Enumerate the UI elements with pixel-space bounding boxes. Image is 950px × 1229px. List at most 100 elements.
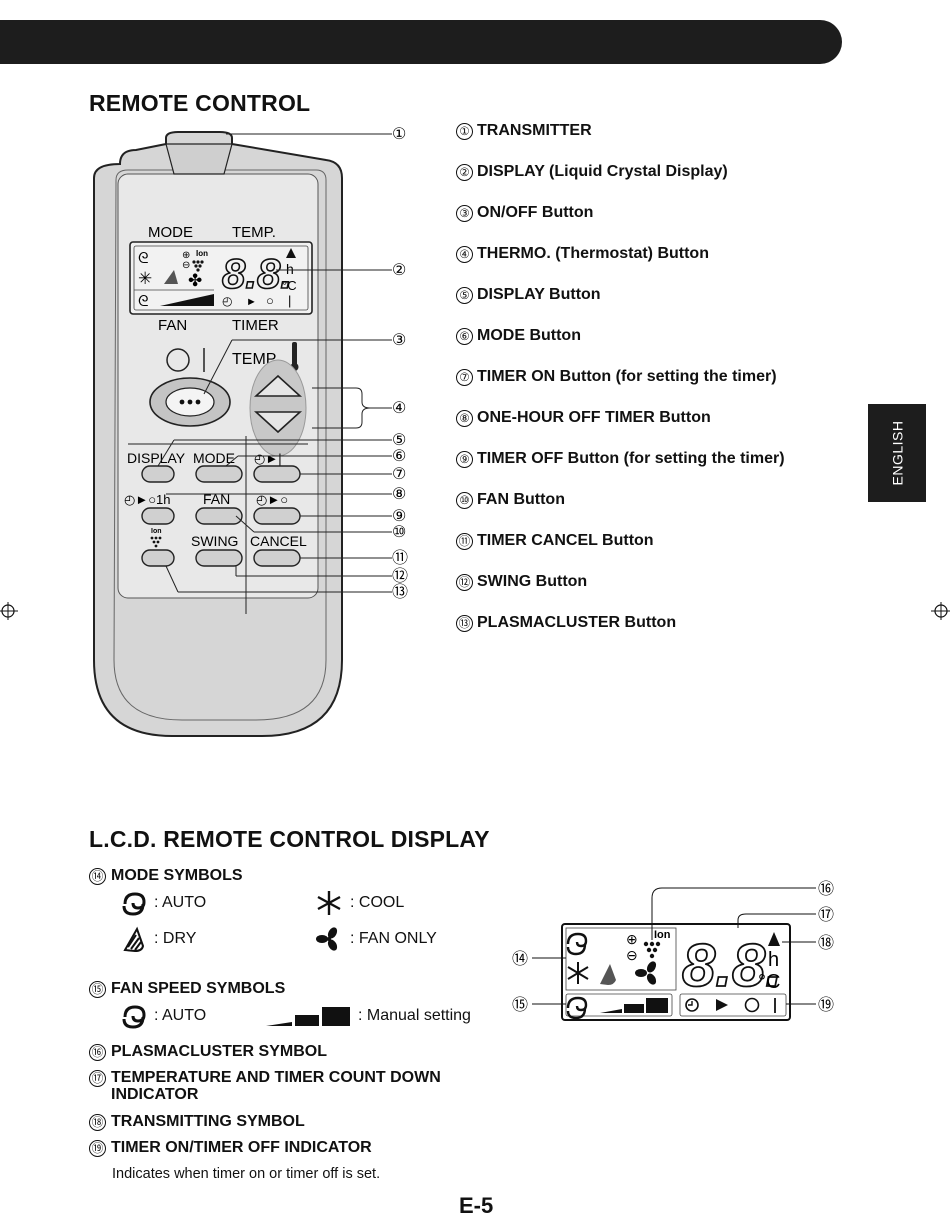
callout-8: ⑧ — [392, 486, 406, 503]
timer-on-button-label: ◴►| — [254, 451, 282, 466]
lcd-fan-speed-bars — [160, 294, 214, 306]
auto-mode-icon — [122, 892, 146, 916]
callout-2: ② — [392, 262, 406, 279]
lcd-detail-plus-icon: ⊕ — [626, 931, 638, 947]
lcd-hour-unit: h — [286, 261, 294, 277]
mode-symbols-heading: ⑭ MODE SYMBOLS — [89, 867, 243, 885]
fan-speed-auto-row: : AUTO — [120, 1003, 206, 1029]
lcd-detail-leader-lines — [532, 887, 816, 1005]
display-button[interactable] — [141, 465, 175, 483]
registration-mark-right — [931, 602, 950, 620]
fan-button-label: FAN — [203, 491, 230, 507]
callout-10: ⑩ — [392, 524, 406, 541]
temp-up-button[interactable] — [253, 374, 303, 397]
one-hour-button-label: ◴►○1h — [124, 492, 171, 507]
page-number: E-5 — [459, 1193, 494, 1218]
lcd-detail-fan-bar-2 — [624, 1004, 644, 1013]
callout-18: ⑱ — [818, 934, 834, 952]
mode-dry-row: : DRY — [120, 926, 196, 952]
callout-6: ⑥ — [392, 448, 406, 465]
fan-speed-manual-row: : Manual setting — [266, 1005, 471, 1027]
registration-mark-left — [0, 602, 18, 620]
lcd-transmit-icon — [286, 248, 296, 258]
lcd-off-circle-icon: ○ — [266, 293, 274, 308]
lcd-cool-icon: ✳ — [138, 269, 152, 288]
plasmacluster-button-icon — [150, 536, 162, 548]
callout-11: ⑪ — [392, 549, 408, 567]
lcd-plasmacluster-dots-icon — [192, 260, 204, 272]
callout-12: ⑫ — [392, 567, 408, 585]
lcd-detail-fan-bar-3 — [646, 998, 668, 1013]
timer-off-button[interactable] — [253, 507, 301, 525]
timer-indicator-heading: ⑲ TIMER ON/TIMER OFF INDICATOR — [89, 1139, 372, 1157]
mode-button-label: MODE — [193, 450, 235, 466]
lcd-fan-icon: ✤ — [188, 271, 202, 290]
lcd-detail-minus-icon: ⊖ — [626, 947, 638, 963]
mode-cool-row: : COOL — [314, 890, 404, 916]
callout-16: ⑯ — [818, 880, 834, 898]
fan-button[interactable] — [195, 507, 243, 525]
callout-1: ① — [392, 126, 406, 143]
lcd-plus-icon: ⊕ — [182, 250, 190, 261]
mode-auto-row: : AUTO — [120, 890, 206, 916]
callout-4: ④ — [392, 400, 406, 417]
lcd-fan-auto-icon: ᘓ — [138, 293, 149, 310]
fan-speed-heading: ⑮ FAN SPEED SYMBOLS — [89, 980, 285, 998]
fan-only-icon — [316, 927, 338, 951]
lcd-detail-off-icon — [744, 997, 760, 1013]
temp-down-button[interactable] — [253, 411, 303, 434]
callout-5: ⑤ — [392, 432, 406, 449]
one-hour-off-timer-button[interactable] — [141, 507, 175, 525]
header-bar — [0, 20, 842, 64]
swing-button-label: SWING — [191, 533, 238, 549]
display-button-label: DISPLAY — [127, 450, 186, 466]
lcd-label-mode: MODE — [148, 224, 193, 241]
plasmacluster-heading: ⑯ PLASMACLUSTER SYMBOL — [89, 1043, 327, 1061]
lcd-digit-display: 8.8. — [222, 250, 292, 297]
lcd-detail-diagram: ⊕ ⊖ Ion 8.8. h °C ⑯ ⑰ ⑱ ⑭ ⑮ ⑲ — [512, 880, 834, 1021]
callout-9: ⑨ — [392, 508, 406, 525]
cool-icon — [317, 891, 341, 915]
swing-button[interactable] — [195, 549, 243, 567]
lcd-dry-icon — [164, 270, 178, 284]
lcd-detail-clock-icon — [685, 998, 699, 1012]
mode-fan-only-row: : FAN ONLY — [314, 926, 437, 952]
timer-indicator-note: Indicates when timer on or timer off is … — [112, 1166, 381, 1182]
power-off-symbol — [166, 348, 190, 372]
mode-button[interactable] — [195, 465, 243, 483]
lcd-detail-hour-unit: h — [768, 949, 779, 971]
lcd-detail-fan-icon — [635, 961, 657, 985]
timer-off-button-label: ◴►○ — [256, 492, 288, 507]
lcd-label-timer: TIMER — [232, 317, 279, 334]
lcd-label-temp: TEMP. — [232, 224, 276, 241]
fan-speed-bars-icon — [266, 1007, 350, 1026]
lcd-on-bar-icon: | — [288, 293, 291, 308]
callout-7: ⑦ — [392, 466, 406, 483]
lcd-detail-dry-icon — [600, 964, 616, 985]
callout-leader-lines — [157, 133, 392, 614]
thermometer-icon — [292, 342, 297, 366]
plasmacluster-button[interactable] — [141, 549, 175, 567]
lcd-celsius-unit: °C — [282, 278, 297, 293]
cancel-button[interactable] — [253, 549, 301, 567]
section-title-lcd-display: L.C.D. REMOTE CONTROL DISPLAY — [89, 826, 490, 852]
timer-on-button[interactable] — [253, 465, 301, 483]
lcd-ion-label: Ion — [196, 249, 208, 258]
callout-17: ⑰ — [818, 906, 834, 924]
language-tab: ENGLISH — [868, 404, 926, 502]
lcd-detail-digits: 8.8. — [682, 932, 782, 999]
lcd-detail-fan-bar-1 — [600, 1009, 622, 1013]
ion-button-label: Ion — [151, 528, 162, 535]
callout-14: ⑭ — [512, 950, 528, 968]
